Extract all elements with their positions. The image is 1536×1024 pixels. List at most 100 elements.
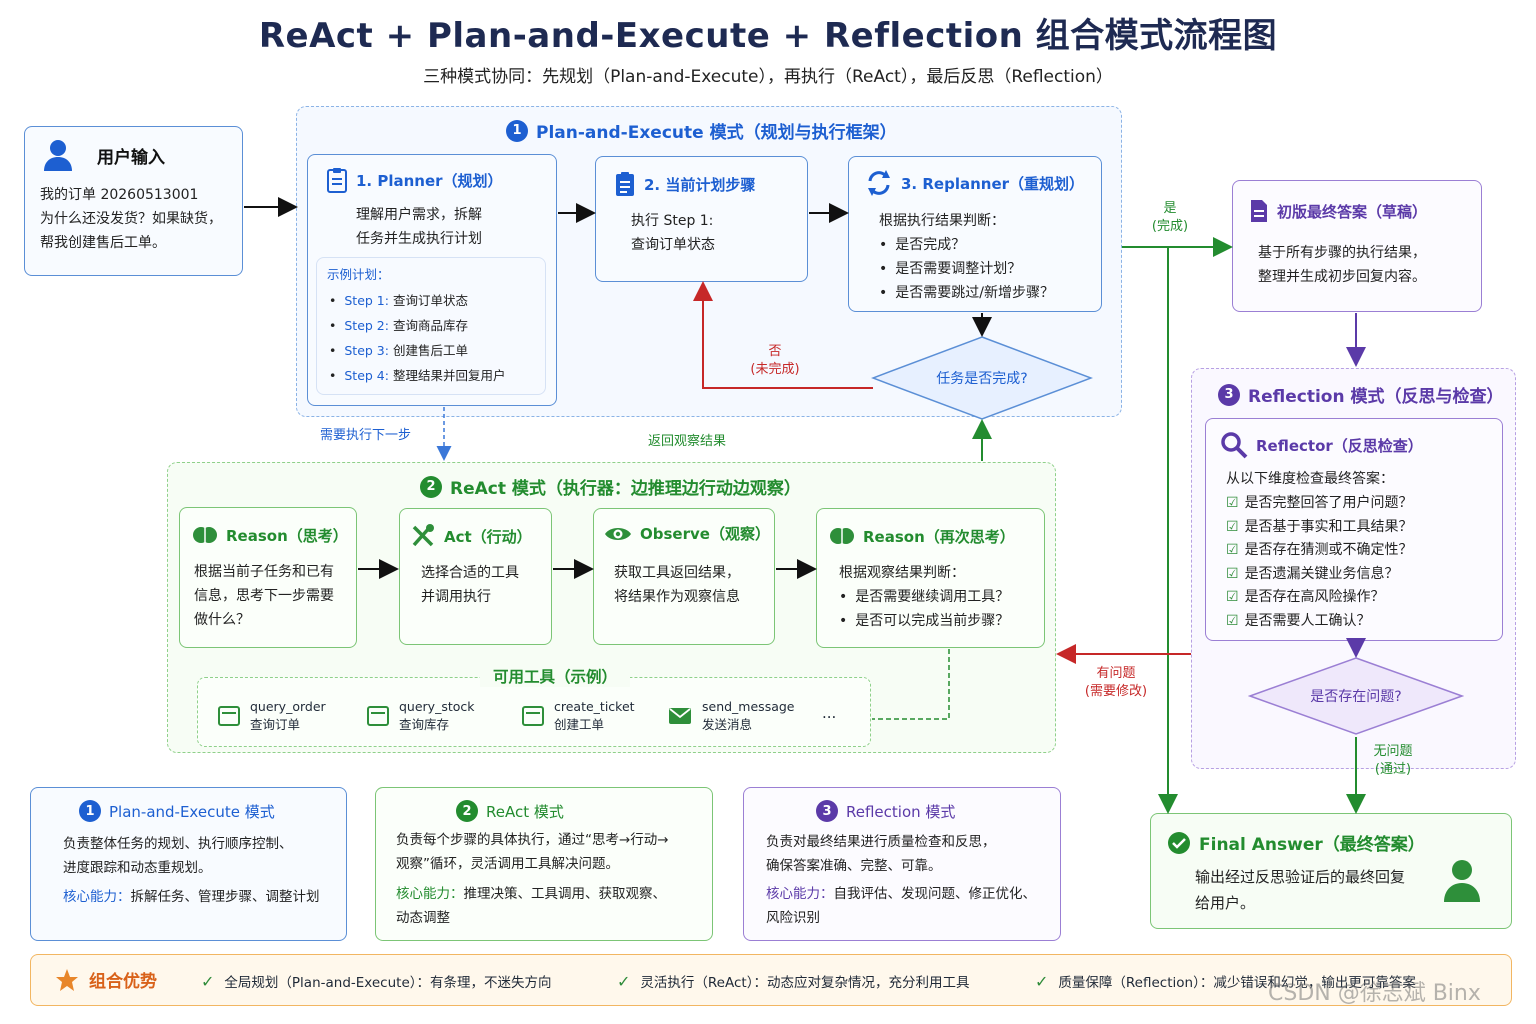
- number-badge-2: 2: [456, 800, 478, 822]
- reason-header: Reason（思考）: [192, 522, 348, 548]
- reason-desc: 根据当前子任务和已有信息，思考下一步需要做什么？: [194, 564, 334, 628]
- draft-header: 初版最终答案（草稿）: [1249, 199, 1427, 223]
- list-item: 是否完整回答了用户问题？: [1226, 492, 1413, 516]
- refresh-icon: [868, 170, 890, 196]
- current-step-box: 2. 当前计划步骤 执行 Step 1:查询订单状态: [595, 156, 808, 282]
- clipboard-icon: [327, 168, 347, 193]
- replanner-intro: 根据执行结果判断：: [879, 213, 1005, 229]
- reflector-box: Reflector（反思检查） 从以下维度检查最终答案： 是否完整回答了用户问题…: [1205, 418, 1503, 641]
- final-answer-desc: 输出经过反思验证后的最终回复给用户。: [1195, 868, 1406, 912]
- plan-region-title: 1 Plan-and-Execute 模式（规划与执行框架）: [506, 118, 897, 143]
- planner-header: 1. Planner（规划）: [326, 167, 503, 193]
- star-icon: [56, 968, 78, 991]
- draft-answer-box: 初版最终答案（草稿） 基于所有步骤的执行结果，整理并生成初步回复内容。: [1232, 180, 1482, 312]
- advantages-bar: 组合优势 ✓全局规划（Plan-and-Execute）：有条理，不迷失方向 ✓…: [30, 954, 1512, 1006]
- final-answer-header: Final Answer（最终答案）: [1167, 830, 1425, 855]
- list-item: 是否存在高风险操作？: [1226, 586, 1413, 610]
- observe-desc: 获取工具返回结果，将结果作为观察信息: [614, 565, 740, 605]
- list-item: 是否遗漏关键业务信息？: [1226, 563, 1413, 587]
- tools-title: 可用工具（示例）: [480, 667, 630, 687]
- reason-again-header: Reason（再次思考）: [829, 523, 1015, 549]
- window-icon: [367, 706, 389, 726]
- list-icon: [616, 172, 634, 196]
- issue-diamond-text: 是否存在问题?: [1310, 689, 1402, 705]
- issue-diamond: [1248, 657, 1464, 735]
- check-icon: ✓: [201, 971, 215, 991]
- number-badge-1: 1: [79, 800, 101, 822]
- reason-again-list: 是否需要继续调用工具？ 是否可以完成当前步骤？: [839, 585, 1009, 633]
- replanner-header: 3. Replanner（重规划）: [865, 169, 1084, 197]
- reason-again-box: Reason（再次思考） 根据观察结果判断： 是否需要继续调用工具？ 是否可以完…: [816, 508, 1045, 648]
- list-item: 是否需要调整计划？: [879, 257, 1054, 281]
- list-item: 是否需要继续调用工具？: [839, 585, 1009, 609]
- tools-more: ...: [822, 704, 837, 722]
- need-next-step-label: 需要执行下一步: [320, 428, 412, 443]
- number-badge-3: 3: [816, 800, 838, 822]
- current-step-header: 2. 当前计划步骤: [614, 171, 755, 197]
- list-item: 是否需要跳过/新增步骤？: [879, 281, 1054, 305]
- example-plan-box: 示例计划： Step 1: 查询订单状态 Step 2: 查询商品库存 Step…: [316, 257, 546, 395]
- page-subtitle: 三种模式协同：先规划（Plan-and-Execute），再执行（ReAct），…: [423, 67, 1113, 87]
- reason-box: Reason（思考） 根据当前子任务和已有信息，思考下一步需要做什么？: [179, 507, 357, 648]
- advantage-item: ✓全局规划（Plan-and-Execute）：有条理，不迷失方向: [201, 971, 552, 992]
- page-title: ReAct + Plan-and-Execute + Reflection 组合…: [258, 16, 1278, 56]
- list-item: 是否存在猜测或不确定性？: [1226, 539, 1413, 563]
- clipboard-icon: [522, 706, 544, 726]
- check-icon: ✓: [617, 971, 631, 991]
- advantage-item: ✓灵活执行（ReAct）：动态应对复杂情况，充分利用工具: [617, 971, 970, 992]
- reflection-region-title: 3 Reflection 模式（反思与检查）: [1218, 382, 1503, 407]
- reason-again-intro: 根据观察结果判断：: [839, 565, 965, 581]
- list-item: Step 1: 查询订单状态: [329, 288, 505, 313]
- check-icon: ✓: [1035, 971, 1049, 991]
- search-icon: [1221, 432, 1248, 459]
- list-item: Step 4: 整理结果并回复用户: [329, 363, 505, 388]
- user-icon: [44, 140, 72, 171]
- list-item: Step 2: 查询商品库存: [329, 313, 505, 338]
- draft-desc: 基于所有步骤的执行结果，整理并生成初步回复内容。: [1258, 245, 1426, 285]
- mail-icon: [669, 708, 691, 724]
- brain-icon: [830, 528, 854, 544]
- no-label: 否(未完成): [750, 344, 800, 377]
- yes-label: 是(完成): [1151, 201, 1189, 234]
- advantage-item: ✓质量保障（Reflection）：减少错误和幻觉，输出更可靠答案: [1035, 971, 1416, 992]
- example-plan-title: 示例计划：: [327, 267, 390, 282]
- check-circle-icon: [1168, 831, 1190, 854]
- issue-label: 有问题(需要修改): [1084, 666, 1148, 699]
- window-icon: [218, 706, 240, 726]
- example-plan-steps: Step 1: 查询订单状态 Step 2: 查询商品库存 Step 3: 创建…: [329, 288, 505, 388]
- pass-label: 无问题(通过): [1373, 744, 1413, 777]
- advantages-title: 组合优势: [55, 967, 157, 992]
- observe-header: Observe（观察）: [604, 523, 770, 544]
- replanner-list: 是否完成？ 是否需要调整计划？ 是否需要跳过/新增步骤？: [879, 233, 1054, 305]
- list-item: 是否需要人工确认？: [1226, 610, 1413, 634]
- act-desc: 选择合适的工具并调用执行: [421, 565, 519, 605]
- final-answer-box: Final Answer（最终答案） 输出经过反思验证后的最终回复给用户。: [1150, 813, 1512, 929]
- planner-box: 1. Planner（规划） 理解用户需求，拆解任务并生成执行计划 示例计划： …: [307, 154, 557, 406]
- reflector-intro: 从以下维度检查最终答案：: [1226, 471, 1394, 487]
- act-header: Act（行动）: [410, 523, 532, 549]
- list-item: 是否可以完成当前步骤？: [839, 609, 1009, 633]
- watermark: CSDN @徐志斌 Binx: [1268, 981, 1481, 1006]
- tools-icon: [412, 524, 434, 547]
- planner-desc: 理解用户需求，拆解任务并生成执行计划: [356, 207, 482, 247]
- document-icon: [1251, 200, 1267, 222]
- observe-box: Observe（观察） 获取工具返回结果，将结果作为观察信息: [593, 508, 775, 645]
- act-box: Act（行动） 选择合适的工具并调用执行: [399, 508, 552, 645]
- list-item: 是否基于事实和工具结果？: [1226, 516, 1413, 540]
- number-badge-2: 2: [420, 475, 442, 498]
- brain-icon: [193, 527, 217, 543]
- list-item: Step 3: 创建售后工单: [329, 338, 505, 363]
- return-observation-label: 返回观察结果: [648, 434, 727, 449]
- reflector-header: Reflector（反思检查）: [1220, 431, 1423, 459]
- list-item: 是否完成？: [879, 233, 1054, 257]
- reflector-checklist: 是否完整回答了用户问题？ 是否基于事实和工具结果？ 是否存在猜测或不确定性？ 是…: [1226, 492, 1413, 633]
- user-input-header: 用户输入: [43, 139, 165, 171]
